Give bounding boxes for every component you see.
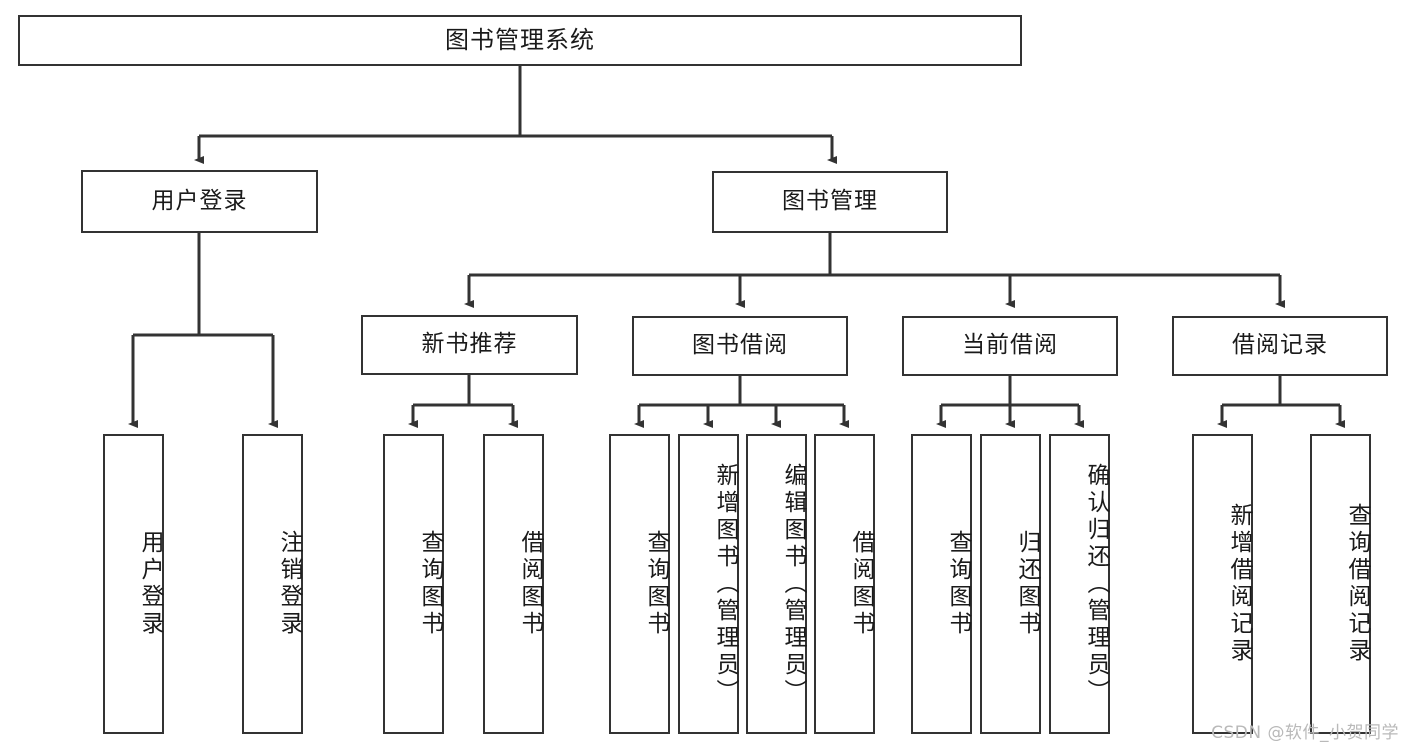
node-current-borrow[interactable]: 当前借阅 bbox=[902, 316, 1118, 376]
node-leaf-borrow-book-2-label: 借阅图书 bbox=[848, 530, 874, 638]
node-leaf-confirm-return-label: 确认归还（管理员） bbox=[1083, 462, 1109, 706]
node-leaf-query-book-1[interactable]: 查询图书 bbox=[383, 434, 444, 734]
node-leaf-add-record[interactable]: 新增借阅记录 bbox=[1192, 434, 1253, 734]
node-book-borrow-label: 图书借阅 bbox=[692, 332, 788, 359]
node-leaf-add-book-label: 新增图书（管理员） bbox=[712, 462, 738, 706]
node-leaf-user-login-label: 用户登录 bbox=[137, 530, 163, 638]
node-leaf-return-book-label: 归还图书 bbox=[1014, 530, 1040, 638]
node-root-book-management-system[interactable]: 图书管理系统 bbox=[18, 15, 1022, 66]
node-leaf-borrow-book-1[interactable]: 借阅图书 bbox=[483, 434, 544, 734]
node-leaf-query-record-label: 查询借阅记录 bbox=[1344, 503, 1370, 665]
node-leaf-query-book-2-label: 查询图书 bbox=[643, 530, 669, 638]
node-leaf-edit-book[interactable]: 编辑图书（管理员） bbox=[746, 434, 807, 734]
node-leaf-logout-login[interactable]: 注销登录 bbox=[242, 434, 303, 734]
node-root-label: 图书管理系统 bbox=[445, 26, 595, 55]
node-leaf-logout-login-label: 注销登录 bbox=[276, 530, 302, 638]
node-new-book-recommend[interactable]: 新书推荐 bbox=[361, 315, 578, 375]
node-leaf-confirm-return[interactable]: 确认归还（管理员） bbox=[1049, 434, 1110, 734]
csdn-watermark: CSDN @软件_小贺同学 bbox=[1211, 723, 1399, 743]
node-current-borrow-label: 当前借阅 bbox=[962, 332, 1058, 359]
node-leaf-user-login[interactable]: 用户登录 bbox=[103, 434, 164, 734]
node-book-borrow[interactable]: 图书借阅 bbox=[632, 316, 848, 376]
node-leaf-query-record[interactable]: 查询借阅记录 bbox=[1310, 434, 1371, 734]
node-leaf-query-book-2[interactable]: 查询图书 bbox=[609, 434, 670, 734]
node-borrow-record-label: 借阅记录 bbox=[1232, 332, 1328, 359]
node-leaf-borrow-book-1-label: 借阅图书 bbox=[517, 530, 543, 638]
node-leaf-edit-book-label: 编辑图书（管理员） bbox=[780, 462, 806, 706]
node-leaf-add-record-label: 新增借阅记录 bbox=[1226, 503, 1252, 665]
node-leaf-query-book-3-label: 查询图书 bbox=[945, 530, 971, 638]
node-leaf-borrow-book-2[interactable]: 借阅图书 bbox=[814, 434, 875, 734]
node-leaf-query-book-3[interactable]: 查询图书 bbox=[911, 434, 972, 734]
node-book-manage-label: 图书管理 bbox=[782, 188, 878, 215]
node-book-manage[interactable]: 图书管理 bbox=[712, 171, 948, 233]
node-borrow-record[interactable]: 借阅记录 bbox=[1172, 316, 1388, 376]
node-leaf-return-book[interactable]: 归还图书 bbox=[980, 434, 1041, 734]
node-leaf-add-book[interactable]: 新增图书（管理员） bbox=[678, 434, 739, 734]
node-user-login[interactable]: 用户登录 bbox=[81, 170, 318, 233]
node-new-book-recommend-label: 新书推荐 bbox=[421, 331, 518, 358]
node-leaf-query-book-1-label: 查询图书 bbox=[417, 530, 443, 638]
node-user-login-label: 用户登录 bbox=[151, 187, 248, 214]
